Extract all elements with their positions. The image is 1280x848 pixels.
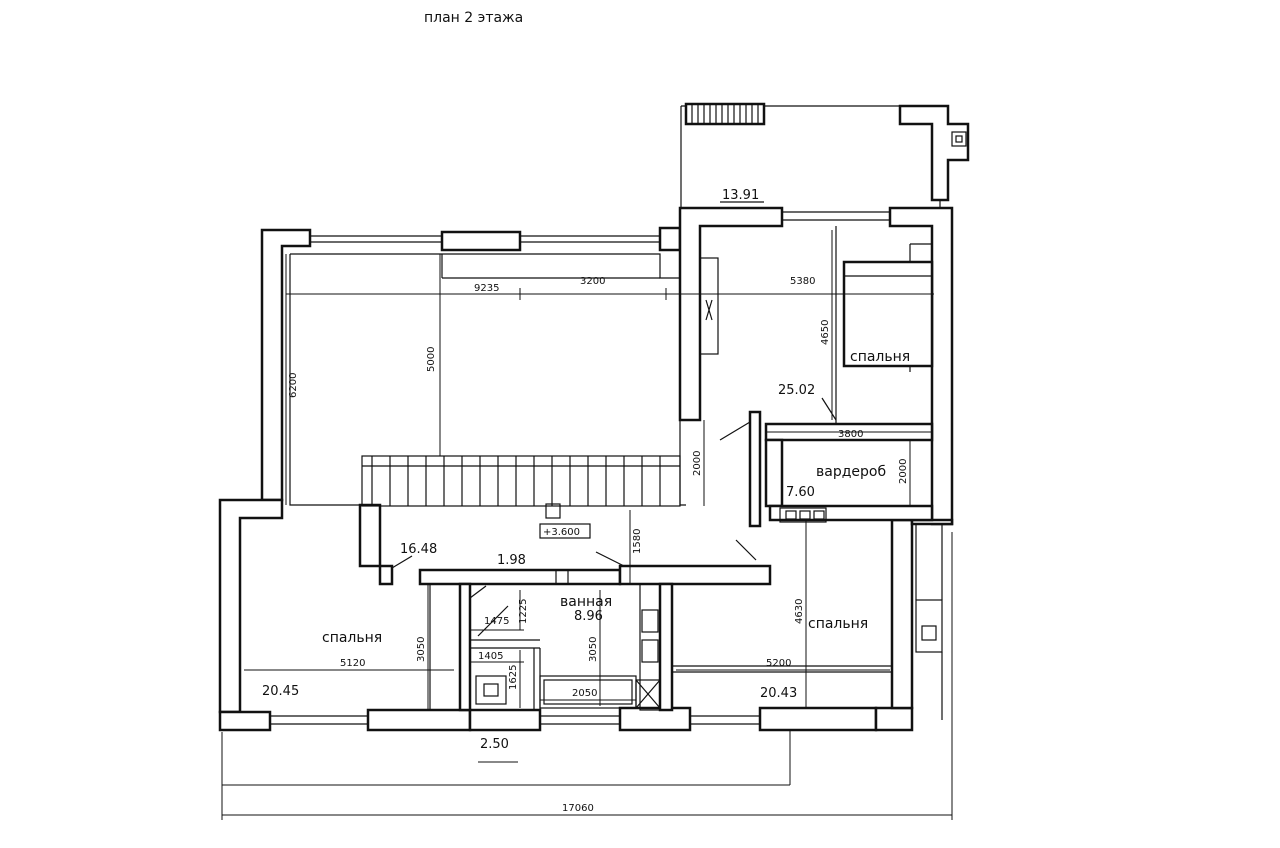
room-label-bedroom-bottom-right: спальня (808, 616, 868, 632)
dim-4650: 4650 (820, 320, 831, 345)
dim-1225: 1225 (518, 599, 529, 624)
area-bathroom: 8.96 (574, 609, 603, 624)
top-terrace (680, 102, 970, 208)
staircase (361, 455, 681, 507)
area-wardrobe: 7.60 (786, 485, 815, 500)
level-mark: +3.600 (543, 527, 580, 538)
area-balcony-top: 13.91 (722, 188, 759, 203)
outer-walls (218, 206, 954, 732)
dimension-lines (221, 230, 953, 820)
dim-5200: 5200 (766, 658, 791, 669)
dim-9235: 9235 (474, 283, 499, 294)
dim-3050-left: 3050 (416, 637, 427, 662)
area-bedroom-bottom-right: 20.43 (760, 686, 797, 701)
doors-fixtures (391, 257, 943, 720)
dim-4630: 4630 (794, 599, 805, 624)
dim-5380: 5380 (790, 276, 815, 287)
area-bedroom-top-right: 25.02 (778, 383, 815, 398)
dim-1580: 1580 (632, 529, 643, 554)
dim-total: 17060 (562, 803, 594, 814)
dim-5120: 5120 (340, 658, 365, 669)
plan-title: план 2 этажа (424, 10, 523, 26)
dim-2050: 2050 (572, 688, 597, 699)
dim-1475: 1475 (484, 616, 509, 627)
dim-3200: 3200 (580, 276, 605, 287)
area-bedroom-left: 20.45 (262, 684, 299, 699)
dim-1405: 1405 (478, 651, 503, 662)
room-label-bedroom-top-right: спальня (850, 349, 910, 365)
dim-2000-wardrobe: 2000 (898, 459, 909, 484)
dim-6200: 6200 (288, 373, 299, 398)
dim-3800: 3800 (838, 429, 863, 440)
dim-2000-hall: 2000 (692, 451, 703, 476)
room-label-bedroom-left: спальня (322, 630, 382, 646)
dim-3050-bath: 3050 (588, 637, 599, 662)
area-balcony-bottom: 2.50 (480, 737, 509, 752)
room-label-wardrobe: вардероб (816, 464, 886, 480)
dim-1625: 1625 (508, 665, 519, 690)
room-label-bathroom: ванная (560, 594, 612, 610)
area-closet: 1.98 (497, 553, 526, 568)
dim-5000: 5000 (426, 347, 437, 372)
interior-walls (289, 226, 934, 712)
area-hall: 16.48 (400, 542, 437, 557)
